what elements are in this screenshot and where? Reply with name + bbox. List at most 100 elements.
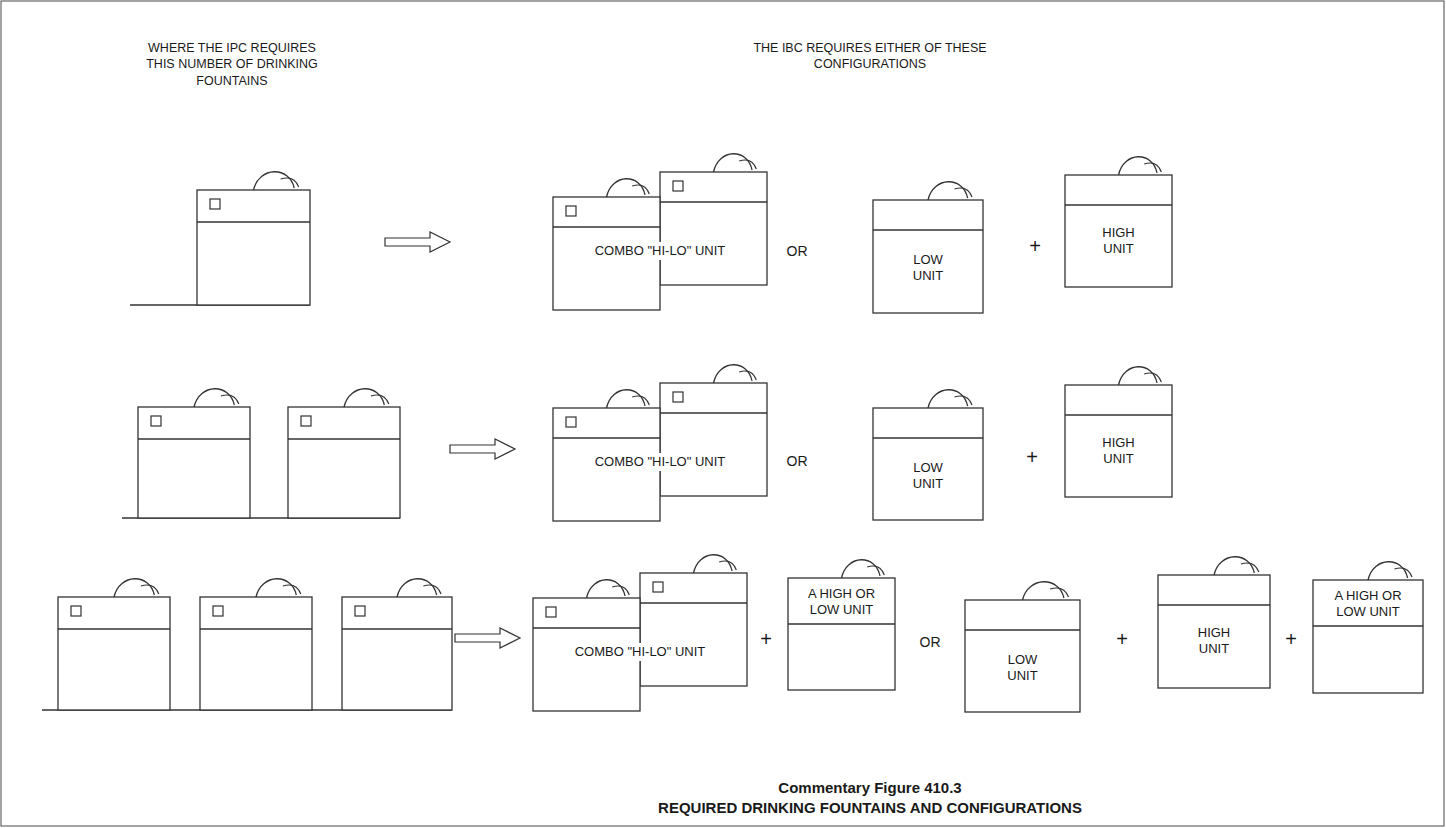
unit-band [1065, 414, 1172, 415]
spout-stream [1144, 163, 1161, 172]
spout [587, 580, 626, 598]
figure-caption: Commentary Figure 410.3 [610, 778, 1130, 798]
unit-band [288, 438, 400, 439]
unit-button [673, 392, 683, 402]
unit-label: HIGH UNIT [1094, 225, 1144, 257]
fountain-unit: HIGH UNIT [1158, 575, 1270, 688]
spout-stream [954, 188, 972, 197]
unit-body [1158, 575, 1270, 688]
unit-button [71, 606, 81, 616]
spout [254, 172, 295, 190]
unit-band [533, 627, 640, 628]
unit-body [138, 407, 250, 518]
unit-body [788, 578, 895, 690]
spout [344, 389, 384, 407]
unit-body [873, 408, 983, 520]
operator-sign: + [1107, 626, 1137, 652]
spout [114, 579, 154, 597]
spout-stream [954, 396, 972, 405]
operator-sign: OR [910, 633, 950, 651]
spout-stream [141, 585, 159, 594]
spout [928, 390, 968, 408]
spout-stream [1050, 588, 1068, 597]
unit-label: HIGH UNIT [1094, 435, 1144, 467]
spout [607, 179, 646, 197]
spout-stream [283, 585, 301, 594]
spout-stream [632, 185, 649, 194]
fountain-unit: COMBO "HI-LO" UNIT [533, 573, 747, 711]
spout-stream [739, 160, 756, 169]
unit-body [660, 172, 767, 285]
unit-band [660, 412, 767, 413]
operator-sign: + [1020, 233, 1050, 259]
spout [928, 182, 968, 200]
unit-body [965, 600, 1080, 712]
unit-body [197, 190, 310, 305]
unit-label: A HIGH OR LOW UNIT [799, 586, 885, 618]
fountain-unit: COMBO "HI-LO" UNIT [553, 172, 767, 310]
spout [714, 154, 753, 172]
block-arrow [450, 439, 515, 459]
spout-stream [867, 566, 884, 575]
unit-button [546, 607, 556, 617]
unit-button [673, 181, 683, 191]
unit-body [660, 383, 767, 496]
fountain-unit: A HIGH OR LOW UNIT [788, 578, 895, 690]
spout-stream [221, 395, 239, 404]
fountain-unit: LOW UNIT [873, 200, 983, 313]
unit-body [640, 573, 747, 686]
fountain-unit: COMBO "HI-LO" UNIT [553, 383, 767, 521]
unit-button [355, 606, 365, 616]
spout [1368, 562, 1408, 580]
unit-label: COMBO "HI-LO" UNIT [592, 242, 729, 260]
unit-body [1065, 175, 1172, 287]
unit-band [873, 229, 983, 230]
unit-button [566, 417, 576, 427]
unit-button [566, 206, 576, 216]
unit-band [197, 221, 310, 222]
fountain-unit: LOW UNIT [873, 408, 983, 520]
spout [256, 579, 296, 597]
unit-body [58, 597, 170, 710]
unit-body [288, 407, 400, 518]
unit-outline [533, 573, 747, 711]
column-heading: THE IBC REQUIRES EITHER OF THESE CONFIGU… [735, 40, 1005, 73]
spout-stream [281, 178, 299, 187]
unit-outline [553, 383, 767, 521]
spout-stream [423, 585, 441, 594]
ipc-fountains [122, 389, 515, 518]
operator-sign: + [1276, 626, 1306, 652]
spout [694, 555, 733, 573]
block-arrow [455, 628, 520, 648]
spout [1119, 367, 1158, 385]
ipc-fountains [42, 579, 520, 710]
unit-band [553, 437, 660, 438]
spout-stream [1144, 373, 1161, 382]
spout [1119, 157, 1158, 175]
unit-body [342, 597, 452, 710]
unit-button [301, 416, 311, 426]
spout-stream [719, 561, 736, 570]
spout-stream [1241, 563, 1259, 572]
unit-band [1313, 625, 1423, 626]
unit-band [200, 628, 312, 629]
spout [714, 365, 753, 383]
unit-body [873, 200, 983, 313]
spout [397, 579, 437, 597]
unit-label: COMBO "HI-LO" UNIT [592, 453, 729, 471]
ipc-fountains [130, 172, 450, 305]
unit-label: LOW UNIT [903, 252, 953, 284]
unit-band [1065, 204, 1172, 205]
fountain-unit: A HIGH OR LOW UNIT [1313, 580, 1423, 693]
operator-sign: + [1017, 444, 1047, 470]
unit-band [342, 628, 452, 629]
unit-button [151, 416, 161, 426]
unit-button [213, 606, 223, 616]
unit-body [1065, 385, 1172, 497]
spout [842, 560, 881, 578]
unit-button [653, 582, 663, 592]
unit-button [210, 199, 220, 209]
unit-band [873, 437, 983, 438]
operator-sign: OR [777, 242, 817, 260]
